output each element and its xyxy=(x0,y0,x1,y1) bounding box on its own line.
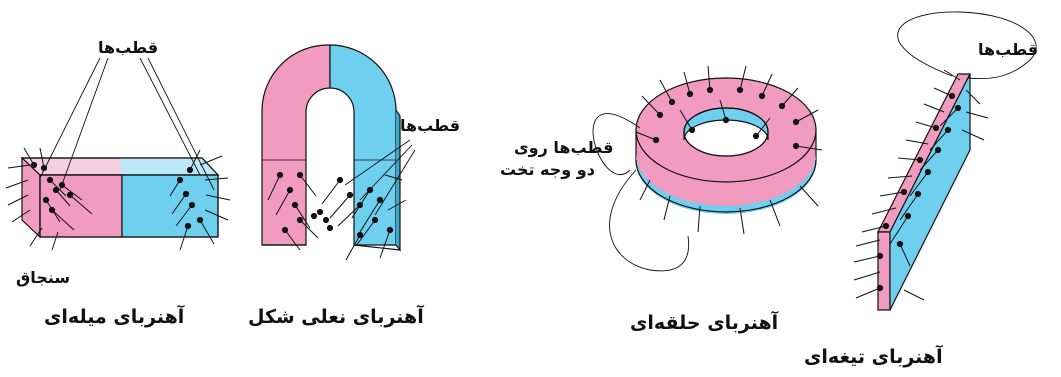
blade-poles-label: قطب‌ها xyxy=(978,40,1039,59)
horseshoe-pins xyxy=(267,171,407,261)
pin-label: سنجاق xyxy=(16,268,71,287)
bar-magnet xyxy=(20,156,220,239)
ring-poles-leaders xyxy=(592,113,690,272)
blade-pins xyxy=(853,69,989,301)
horseshoe-poles-label: قطب‌ها xyxy=(400,116,461,135)
horseshoe-poles-leaders xyxy=(344,139,416,216)
ring-magnet xyxy=(635,77,817,214)
ring-poles-label-line2: دو وجه تخت xyxy=(500,160,595,179)
bar-magnet-title: آهنربای میله‌ای xyxy=(44,306,185,328)
bar-poles-label: قطب‌ها xyxy=(98,38,159,57)
bar-poles-leaders xyxy=(39,57,215,191)
horseshoe-magnet-title: آهنربای نعلی شکل xyxy=(248,306,424,328)
bar-magnet-pins xyxy=(5,147,231,251)
ring-poles-label-line1: قطب‌ها روی xyxy=(514,138,614,157)
horseshoe-magnet xyxy=(261,44,401,252)
blade-magnet-title: آهنربای تیغه‌ای xyxy=(804,346,943,368)
ring-magnet-title: آهنربای حلقه‌ای xyxy=(630,312,779,334)
ring-pins xyxy=(635,65,823,235)
blade-poles-leaders xyxy=(897,11,1037,80)
